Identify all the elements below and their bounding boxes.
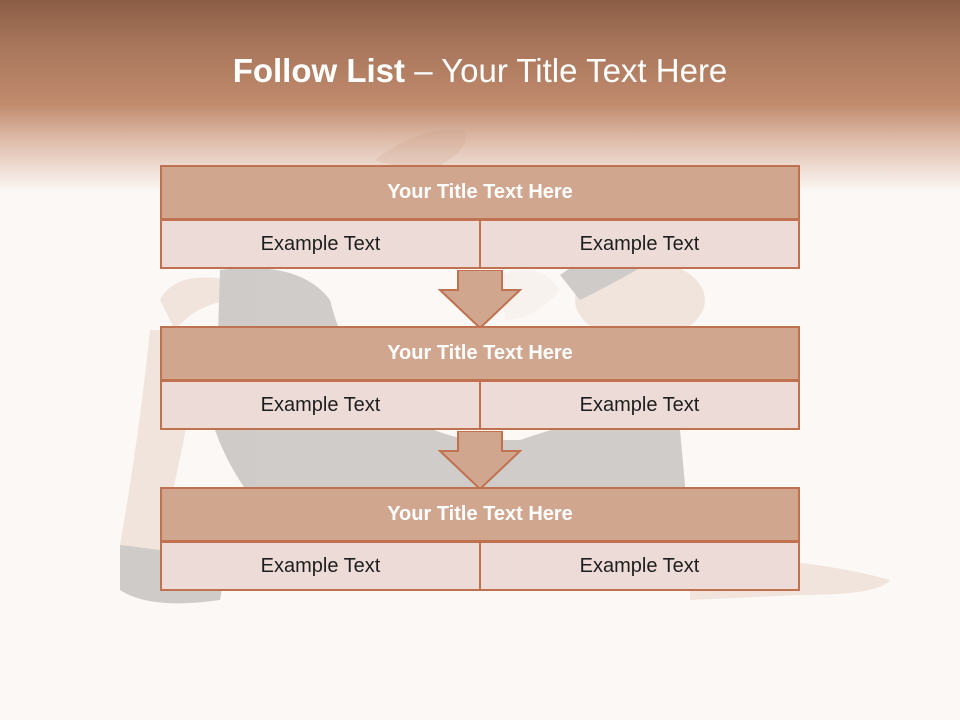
list-cell-right: Example Text	[479, 380, 800, 430]
list-cell-left: Example Text	[160, 541, 481, 591]
list-block-1: Your Title Text Here Example Text Exampl…	[160, 165, 800, 269]
list-cell-right: Example Text	[479, 541, 800, 591]
list-block-row: Example Text Example Text	[160, 541, 800, 591]
header-band	[0, 0, 960, 190]
list-block-title: Your Title Text Here	[160, 165, 800, 220]
list-cell-right: Example Text	[479, 219, 800, 269]
slide-title-rest: – Your Title Text Here	[405, 52, 728, 89]
list-block-row: Example Text Example Text	[160, 219, 800, 269]
down-arrow-icon	[438, 431, 522, 491]
down-arrow-icon	[438, 270, 522, 330]
list-block-2: Your Title Text Here Example Text Exampl…	[160, 326, 800, 430]
list-block-title: Your Title Text Here	[160, 326, 800, 381]
list-cell-left: Example Text	[160, 219, 481, 269]
list-block-3: Your Title Text Here Example Text Exampl…	[160, 487, 800, 591]
list-cell-left: Example Text	[160, 380, 481, 430]
list-block-row: Example Text Example Text	[160, 380, 800, 430]
list-block-title: Your Title Text Here	[160, 487, 800, 542]
slide-title-bold: Follow List	[232, 52, 406, 89]
slide-title: Follow List – Your Title Text Here	[0, 52, 960, 90]
